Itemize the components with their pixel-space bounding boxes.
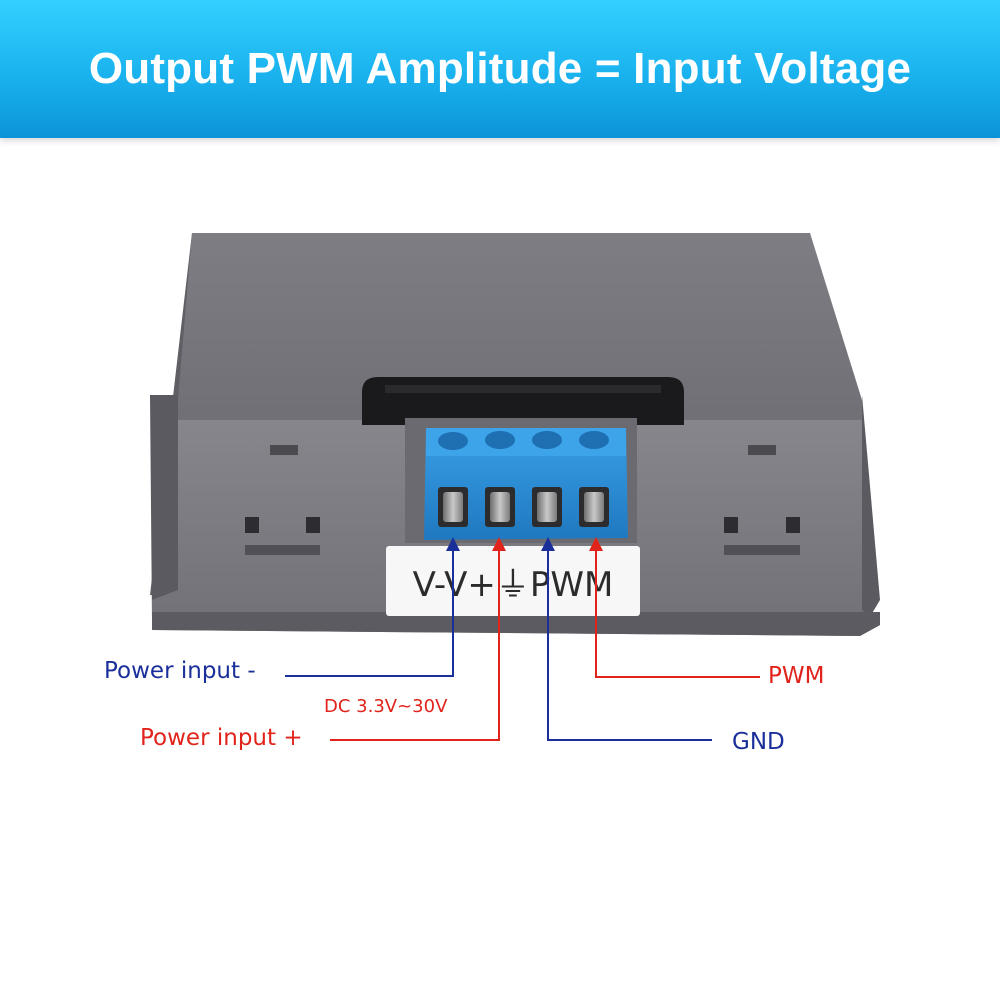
- terminal-label-plate: [386, 546, 640, 616]
- label-gnd: GND: [732, 729, 785, 755]
- terminal-label-text: V-V+⏚PWM: [413, 565, 614, 605]
- pin-window: [362, 377, 684, 425]
- terminal-screw: [485, 487, 515, 527]
- arrow-power-minus: [446, 537, 460, 551]
- header-title: Output PWM Amplitude = Input Voltage: [88, 44, 912, 93]
- label-pwm: PWM: [768, 663, 825, 689]
- terminal-block: [424, 428, 628, 540]
- mounting-clip-right: [724, 445, 800, 555]
- wire-power-minus: [285, 545, 454, 677]
- header-banner: Output PWM Amplitude = Input Voltage: [0, 0, 1000, 138]
- arrow-gnd: [541, 537, 555, 551]
- terminal-screw: [438, 487, 468, 527]
- terminal-screw: [532, 487, 562, 527]
- wire-power-plus: [330, 545, 500, 741]
- mounting-clip-left: [245, 445, 320, 555]
- arrow-power-plus: [492, 537, 506, 551]
- arrow-pwm: [589, 537, 603, 551]
- label-dc-range: DC 3.3V~30V: [324, 696, 448, 717]
- terminal-screw: [579, 487, 609, 527]
- wire-gnd: [547, 545, 712, 741]
- wire-pwm: [595, 545, 760, 678]
- label-power-input-plus: Power input +: [140, 725, 303, 751]
- label-power-input-minus: Power input -: [104, 658, 256, 684]
